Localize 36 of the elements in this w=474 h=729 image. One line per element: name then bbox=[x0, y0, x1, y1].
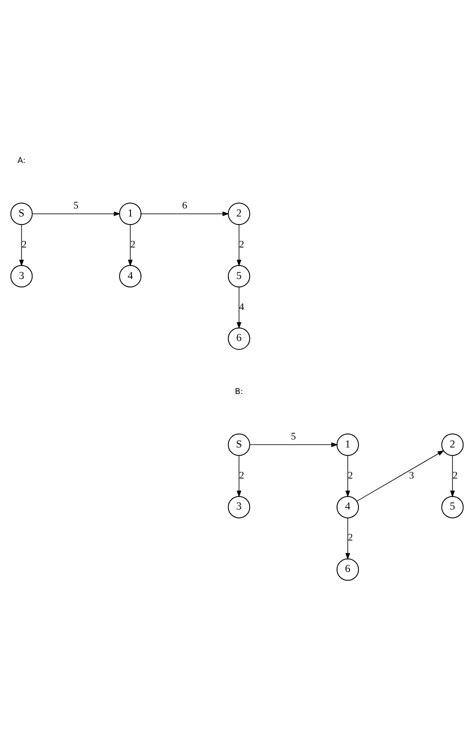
arrow bbox=[250, 442, 338, 448]
edge-label: 2 bbox=[348, 470, 353, 482]
node-circle: 5 bbox=[441, 496, 464, 518]
arrow bbox=[345, 518, 350, 560]
node-circle: 6 bbox=[228, 327, 250, 350]
edge-label: 2 bbox=[348, 532, 353, 544]
node-circle: 3 bbox=[228, 496, 250, 518]
edge-label: 6 bbox=[182, 200, 188, 212]
node-circle: 4 bbox=[336, 496, 359, 518]
node-circle: 1 bbox=[336, 434, 359, 456]
node-circle: S bbox=[10, 202, 33, 225]
edge-label: 2 bbox=[452, 470, 458, 482]
edge-label: 2 bbox=[239, 470, 244, 482]
node-circle: 2 bbox=[441, 434, 464, 456]
edge-label: 3 bbox=[409, 470, 414, 482]
arrow bbox=[236, 224, 242, 266]
node-circle: 2 bbox=[228, 202, 250, 225]
node-circle: S bbox=[228, 434, 250, 456]
node-circle: 4 bbox=[119, 265, 142, 288]
edge-label: 2 bbox=[130, 239, 136, 250]
arrow bbox=[19, 224, 24, 266]
node-circle: 1 bbox=[119, 202, 142, 225]
node-circle: 3 bbox=[10, 265, 33, 288]
node-circle: 5 bbox=[228, 265, 250, 288]
node-circle: 6 bbox=[336, 558, 359, 581]
edge-label: 5 bbox=[290, 431, 296, 442]
edge-label: 5 bbox=[73, 200, 78, 212]
arrow bbox=[128, 224, 133, 266]
arrow bbox=[450, 455, 455, 498]
arrow bbox=[356, 450, 444, 502]
arrow bbox=[140, 211, 230, 216]
arrow bbox=[345, 455, 350, 498]
edge-label: 2 bbox=[239, 239, 244, 250]
arrow bbox=[236, 455, 242, 498]
arrow bbox=[32, 211, 120, 216]
edge-label: 2 bbox=[22, 239, 27, 250]
